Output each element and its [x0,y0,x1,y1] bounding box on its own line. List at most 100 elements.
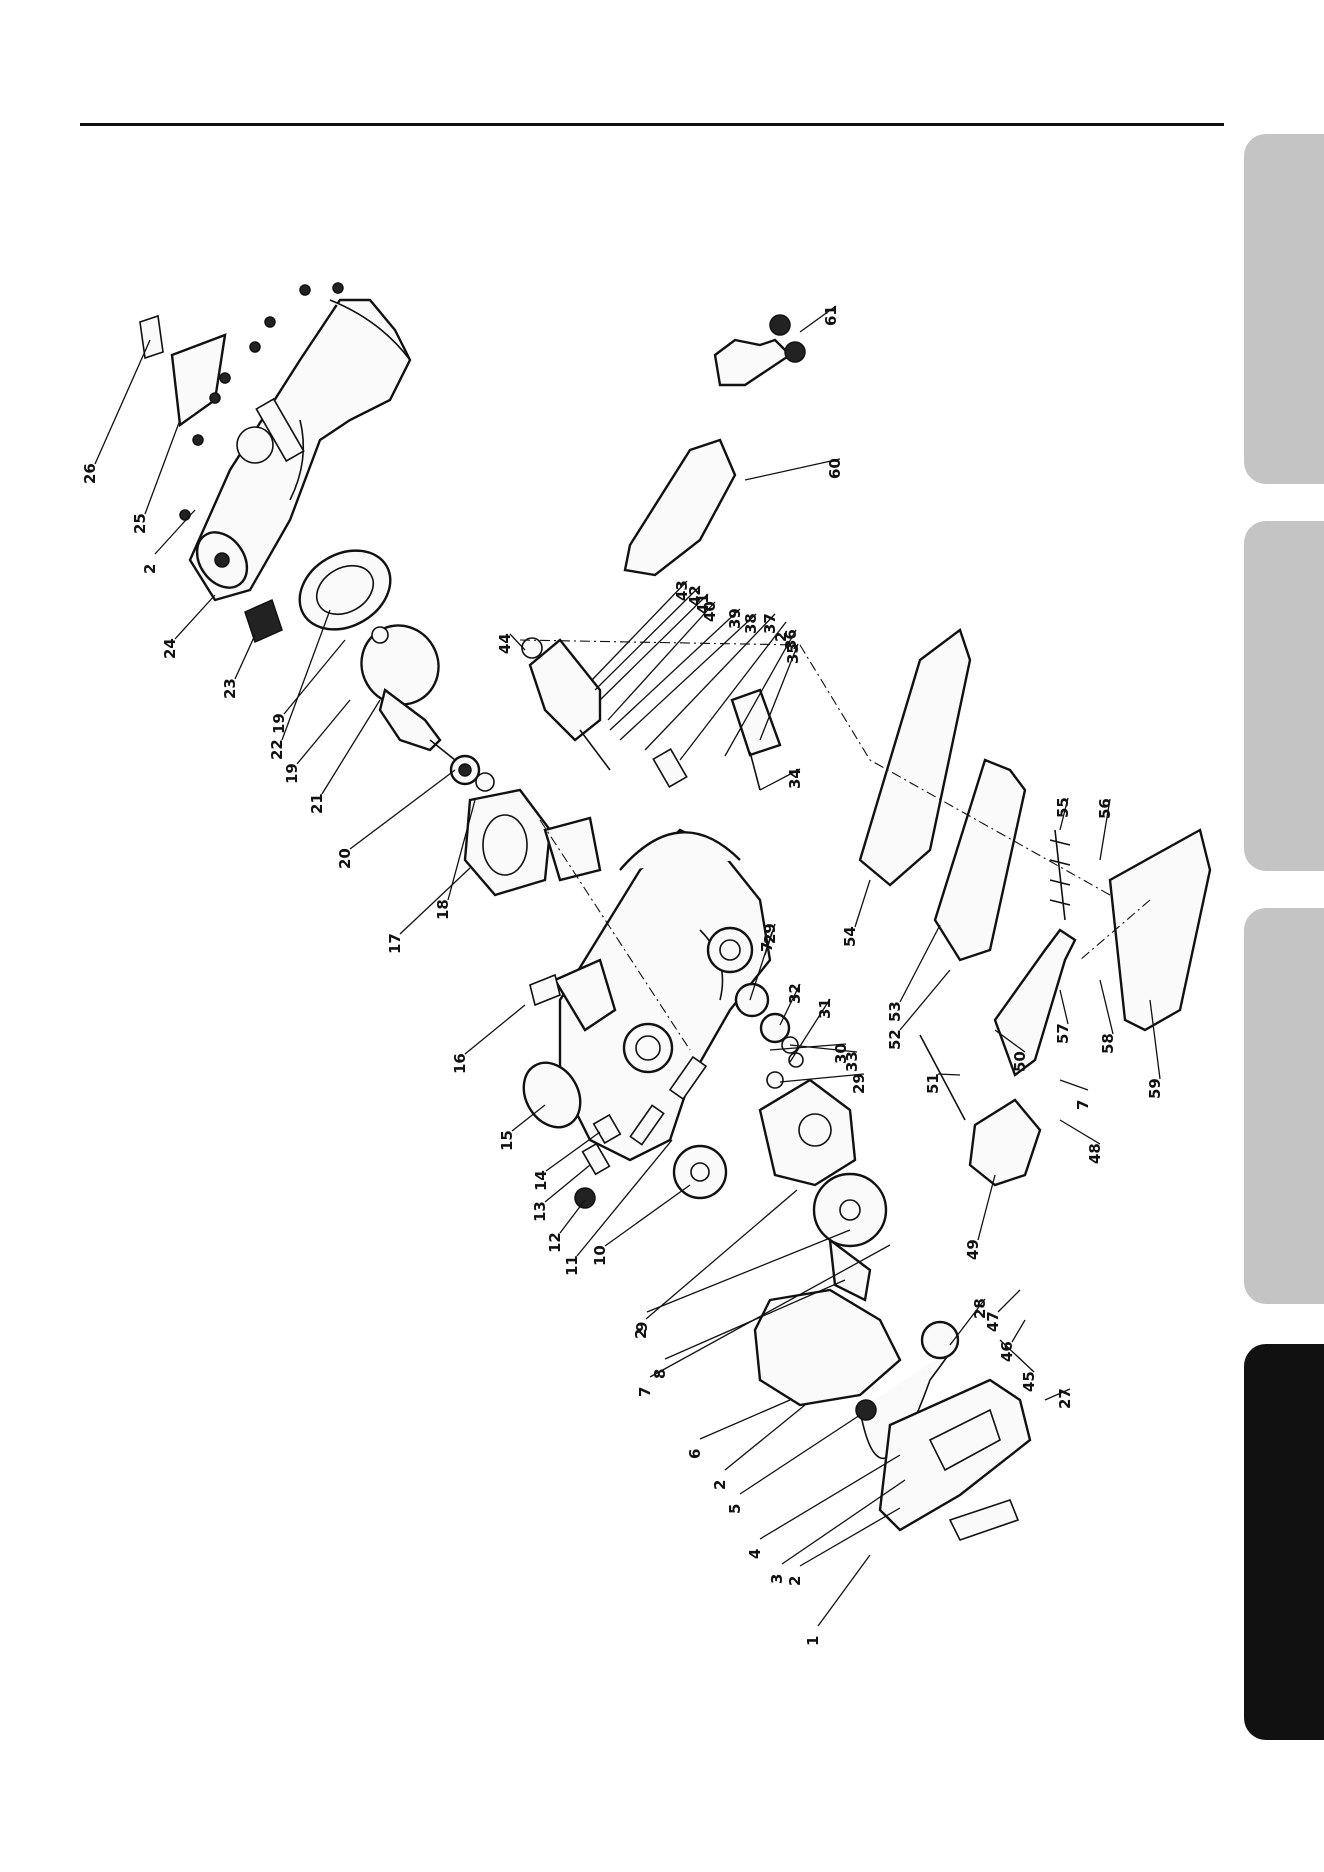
platen-60 [625,440,735,575]
leader-line-2 [155,510,195,554]
part-number-49: 49 [964,1239,982,1260]
part-number-14: 14 [532,1170,550,1191]
part-number-4: 4 [746,1549,764,1559]
plate-59 [1110,830,1210,1030]
part-number-55: 55 [1054,797,1072,818]
part-number-34: 34 [786,768,804,789]
part-number-2: 2 [632,1329,650,1339]
part-number-32: 32 [786,983,804,1004]
leader-line-48 [1060,1120,1100,1144]
gear-cover-9 [760,1080,855,1185]
leader-line-38 [620,614,756,740]
leader-line-24 [175,595,215,639]
part-number-44: 44 [496,633,514,654]
part-number-57: 57 [1054,1023,1072,1044]
leader-line-57 [1060,990,1068,1024]
leader-line-47 [998,1290,1020,1312]
part-number-48: 48 [1086,1143,1104,1164]
part-number-29: 29 [761,923,779,944]
leader-line-21 [322,700,380,794]
part-number-31: 31 [816,998,834,1019]
leader-line-20 [350,770,455,849]
part-number-46: 46 [998,1341,1016,1362]
part-number-39: 39 [726,608,744,629]
bearing-20 [451,756,494,791]
cord-34-36 [653,690,780,790]
leader-line-41 [600,594,708,700]
leader-line-5 [740,1415,860,1494]
handle-cover-25 [172,335,225,425]
leader-line-2 [725,1405,805,1470]
part-number-1: 1 [804,1636,822,1646]
part-number-16: 16 [451,1053,469,1074]
leader-line-10 [605,1185,690,1246]
label-26 [140,316,163,358]
leader-line-16 [465,1005,525,1054]
part-number-51: 51 [924,1073,942,1094]
leader-line-22 [282,610,330,740]
part-number-20: 20 [336,848,354,869]
switch-23 [245,600,282,642]
part-number-61: 61 [822,305,840,326]
part-number-29: 29 [850,1073,868,1094]
part-number-7: 7 [636,1387,654,1397]
spring-55 [1050,830,1070,920]
label-1 [950,1500,1018,1540]
part-number-7: 7 [1074,1100,1092,1110]
leader-line-2 [800,1508,900,1566]
part-number-43: 43 [673,580,691,601]
sanding-belt-54 [860,630,970,885]
part-number-22: 22 [268,739,286,760]
stator-17 [465,790,550,895]
part-number-45: 45 [1020,1371,1038,1392]
leader-line-58 [1100,980,1113,1034]
part-number-27: 27 [1056,1388,1074,1409]
part-number-60: 60 [826,458,844,479]
part-number-2: 2 [711,1480,729,1490]
part-number-13: 13 [531,1201,549,1222]
brackets-61 [715,315,805,385]
part-number-59: 59 [1146,1078,1164,1099]
leader-line-23 [235,635,255,679]
leader-line-53 [900,925,940,1002]
part-number-19: 19 [283,763,301,784]
part-number-8: 8 [651,1369,669,1379]
part-number-5: 5 [726,1504,744,1514]
part-number-12: 12 [546,1232,564,1253]
part-number-23: 23 [221,678,239,699]
part-number-26: 26 [81,463,99,484]
brush-assembly-12-14 [575,1115,620,1208]
part-number-58: 58 [1099,1033,1117,1054]
part-number-21: 21 [308,793,326,814]
part-number-33: 33 [843,1051,861,1072]
leader-line-46 [1012,1320,1025,1342]
leader-line-12 [560,1200,585,1233]
part-number-15: 15 [498,1130,516,1151]
leader-line-25 [145,420,180,514]
leader-line-7 [1060,1080,1088,1090]
leader-line-54 [855,880,870,927]
part-number-6: 6 [686,1449,704,1459]
rear-roller-43 [522,638,610,770]
part-number-54: 54 [841,926,859,947]
part-number-17: 17 [386,933,404,954]
part-number-10: 10 [591,1245,609,1266]
part-number-56: 56 [1096,798,1114,819]
leader-line-26 [95,340,150,464]
part-number-11: 11 [563,1255,581,1276]
part-number-24: 24 [161,638,179,659]
part-number-2: 2 [141,564,159,574]
part-number-52: 52 [886,1029,904,1050]
part-number-25: 25 [131,513,149,534]
leader-line-1 [818,1555,870,1626]
part-number-3: 3 [768,1574,786,1584]
part-number-37: 37 [761,613,779,634]
part-number-2: 2 [786,1576,804,1586]
leader-line-3 [782,1480,905,1564]
part-number-53: 53 [886,1001,904,1022]
leader-line-52 [900,970,950,1030]
part-number-18: 18 [434,899,452,920]
leader-line-6 [700,1400,790,1439]
label-16 [530,975,560,1005]
